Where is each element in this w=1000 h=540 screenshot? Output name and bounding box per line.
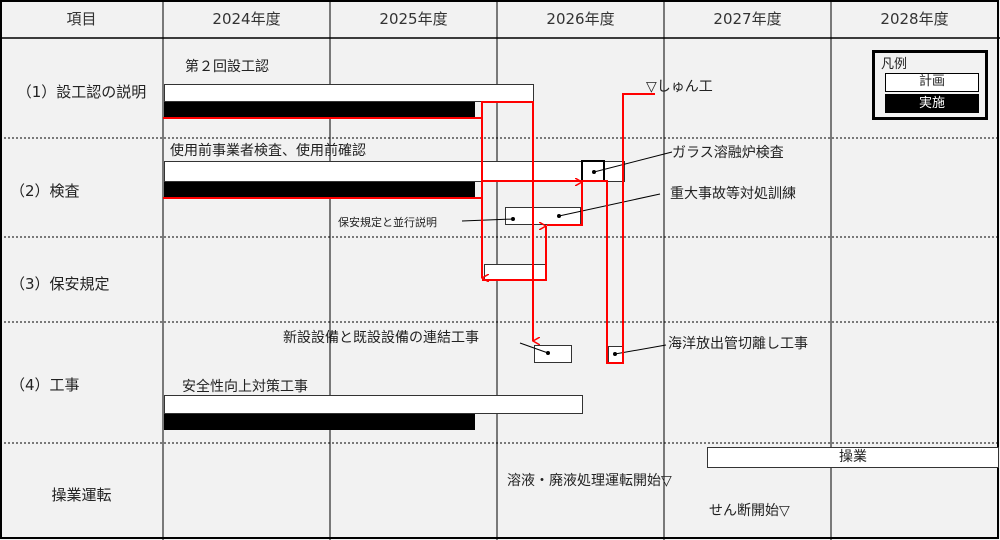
red-link-to-completion [483,93,655,364]
inspection-label: 使用前事業者検査、使用前確認 [170,143,366,159]
completion-label: ▽しゅん工 [646,79,713,95]
legend-actual: 実施 [885,94,979,113]
red-link-to-parallel [482,226,547,281]
plan-bar-safety-work [164,395,583,414]
legend: 凡例 計画 実施 [872,50,988,120]
operation-label: 操業 [839,449,867,465]
parallel-explanation-label: 保安規定と並行説明 [338,216,437,229]
plan-bar-inspection [164,161,625,182]
solution-start-label: 溶液・廃液処理運転開始▽ [507,473,672,489]
safety-work-label: 安全性向上対策工事 [182,379,308,395]
leader-glass [593,151,673,173]
connection-work-label: 新設設備と既設設備の連結工事 [283,330,479,346]
leader-parallel [461,218,514,222]
plan-bar-design-approval [164,84,534,102]
glass-inspection-label: ガラス溶融炉検査 [672,145,784,161]
connection-work-box [534,345,572,363]
row-label-operation: 操業運転 [51,486,112,504]
header-year-2024: 2024年度 [212,10,281,28]
actual-bar-inspection [164,182,475,198]
second-approval-label: 第２回設工認 [185,59,269,75]
header-year-2025: 2025年度 [379,10,448,28]
row-label-inspection: （2）検査 [10,182,80,200]
header-year-2027: 2027年度 [713,10,782,28]
shear-start-label: せん断開始▽ [709,503,790,519]
leader-connection [519,342,549,354]
red-link-to-safety-rules [481,101,533,278]
actual-bar-safety-work [164,414,475,430]
row-label-construction: （4）工事 [10,376,80,394]
training-label: 重大事故等対処訓練 [670,186,796,202]
legend-title: 凡例 [881,57,908,72]
row-label-design-approval: （1）設工認の説明 [16,83,147,101]
red-link-to-glass [547,182,583,226]
header-item: 項目 [66,10,97,28]
header-year-2028: 2028年度 [880,10,949,28]
ocean-pipe-label: 海洋放出管切離し工事 [668,336,808,352]
red-link-to-connection [482,101,533,341]
operation-bar: 操業 [707,447,999,468]
actual-bar-design-approval [164,102,475,118]
row-label-safety-rules: （3）保安規定 [10,275,110,293]
header-year-2026: 2026年度 [546,10,615,28]
legend-plan: 計画 [885,73,979,92]
leader-training [558,193,661,217]
